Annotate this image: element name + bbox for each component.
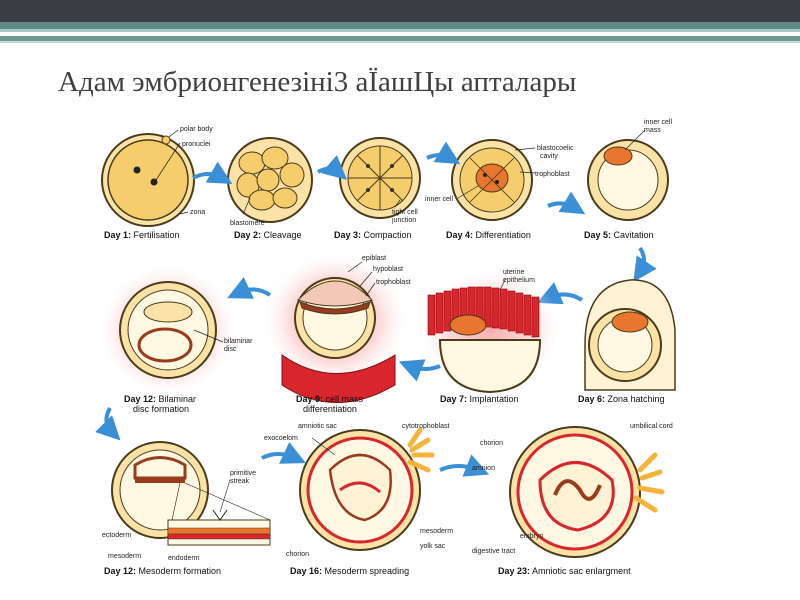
- label-inner-cell-mass-2: mass: [644, 127, 661, 134]
- label-chorion-2: chorion: [480, 440, 503, 447]
- label-polar-body: polar body: [180, 126, 213, 133]
- label-pronuclei: pronuclei: [182, 141, 211, 148]
- top-band-lower: [0, 36, 800, 41]
- label-embryo: embryo: [520, 533, 543, 540]
- label-exocoelom: exocoelom: [264, 435, 298, 442]
- label-junction: junction: [391, 217, 416, 224]
- arrow-7-9: [398, 359, 441, 382]
- caption-day9-line2: differentiation: [303, 404, 357, 414]
- top-band-light: [0, 29, 800, 32]
- label-cavity: cavity: [540, 153, 558, 160]
- top-band: [0, 22, 800, 29]
- stage-day9-cellmass: [260, 250, 410, 403]
- label-blastomere: blastomere: [230, 220, 265, 227]
- caption-day12b: Day 12: Mesoderm formation: [104, 566, 221, 576]
- caption-day7: Day 7: Implantation: [440, 394, 519, 404]
- stage-day5-cavitation: [587, 129, 669, 221]
- stage-day3-compaction: [339, 137, 421, 219]
- stage-day16-spreading: [299, 427, 435, 551]
- stage-day4-differentiation: [451, 139, 536, 221]
- arrow-6-7: [537, 282, 584, 305]
- label-amnion: amnion: [472, 465, 495, 472]
- arrow-4-5: [547, 191, 586, 215]
- label-epithelium: epithelium: [503, 277, 535, 284]
- stage-day2-cleavage: [227, 137, 313, 223]
- arrow-9-12: [227, 277, 272, 299]
- label-mesoderm-2: mesoderm: [420, 528, 453, 535]
- stage-day1-zygote: [101, 129, 195, 227]
- label-cytotrophoblast: cytotrophoblast: [402, 423, 450, 430]
- caption-day1: Day 1: Fertilisation: [104, 230, 180, 240]
- label-epiblast: epiblast: [362, 255, 386, 262]
- caption-day23: Day 23: Amniotic sac enlargment: [498, 566, 631, 576]
- label-hypoblast: hypoblast: [373, 266, 403, 273]
- label-streak: streak: [230, 478, 250, 485]
- arrow-3-4: [426, 141, 461, 165]
- label-trophoblast: trophoblast: [535, 171, 570, 178]
- stage-day12-mesoderm: [111, 441, 271, 546]
- label-digestive-tract: digestive tract: [472, 548, 515, 555]
- arrow-1-2: [192, 161, 233, 184]
- label-ectoderm: ectoderm: [102, 532, 131, 539]
- label-inner-cell-mass-1: inner cell: [644, 119, 672, 126]
- label-blastocoelic: blastocoelic: [537, 145, 574, 152]
- label-amniotic-sac: amniotic sac: [298, 423, 337, 430]
- caption-day3: Day 3: Compaction: [334, 230, 412, 240]
- label-chorion: chorion: [286, 551, 309, 558]
- stage-day7-implantation: [418, 268, 562, 394]
- caption-day9: Day 9: cell mass: [296, 394, 364, 404]
- top-bar: [0, 0, 800, 22]
- arrow-12m-16: [261, 442, 306, 464]
- label-bilaminar: bilaminar: [224, 338, 253, 345]
- stage-day23-amniotic: [509, 426, 665, 558]
- label-tight-cell: tight cell: [392, 209, 418, 216]
- caption-day12a-line2: disc formation: [133, 404, 189, 414]
- label-endoderm: endoderm: [168, 555, 200, 562]
- label-primitive: primitive: [230, 470, 256, 477]
- caption-day4: Day 4: Differentiation: [446, 230, 531, 240]
- label-mesoderm: mesoderm: [108, 553, 141, 560]
- label-yolk-sac: yolk sac: [420, 543, 446, 550]
- label-inner-cell: inner cell: [425, 196, 453, 203]
- label-disc: disc: [224, 346, 237, 353]
- arrow-2-3: [316, 155, 348, 180]
- slide-title: Адам эмбрионгенезіні3 аЇашЦы апталары: [58, 66, 577, 98]
- arrow-12-12m: [95, 407, 121, 441]
- caption-day12a: Day 12: Bilaminar: [124, 394, 196, 404]
- label-zona: zona: [190, 209, 205, 216]
- label-umbilical-cord: umbilical cord: [630, 423, 673, 430]
- arrow-5-6: [633, 246, 657, 282]
- stage-day6-hatching: [584, 279, 676, 391]
- caption-day6: Day 6: Zona hatching: [578, 394, 665, 404]
- label-trophoblast-2: trophoblast: [376, 279, 411, 286]
- top-band-line: [0, 41, 800, 43]
- label-uterine: uterine: [503, 269, 525, 276]
- arrow-16-23: [439, 454, 490, 477]
- stage-day12-bilaminar: [96, 262, 240, 398]
- caption-day2: Day 2: Cleavage: [234, 230, 302, 240]
- caption-day16: Day 16: Mesoderm spreading: [290, 566, 409, 576]
- caption-day5: Day 5: Cavitation: [584, 230, 654, 240]
